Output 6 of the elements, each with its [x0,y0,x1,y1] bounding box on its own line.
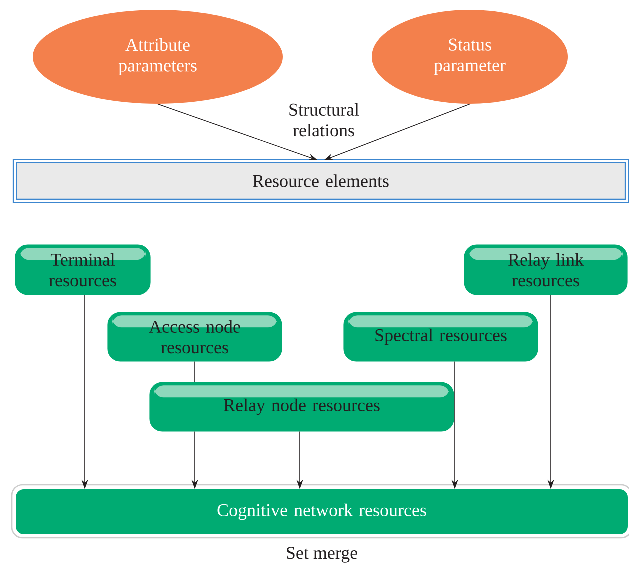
resource-box: Spectral resources [344,312,538,362]
resource-bar: Cognitive network resources [11,484,629,539]
caption-text: Set merge [287,547,358,563]
resource-box: Relay node resources [150,382,454,432]
resource-band: Resource elements [12,158,629,204]
relation-label: Structural relations [290,103,360,137]
